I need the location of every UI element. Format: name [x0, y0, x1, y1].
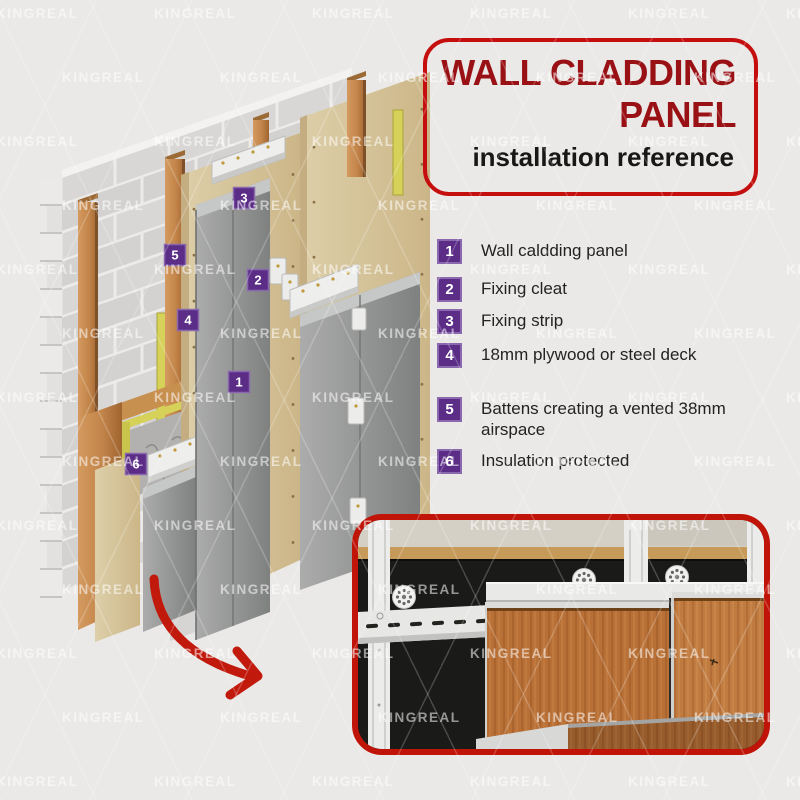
svg-text:3: 3 — [240, 191, 247, 206]
installation-diagram: 1 2 3 4 5 6 — [40, 68, 430, 642]
watermark-text: KINGREAL — [470, 6, 553, 21]
title-box: WALL CLADDING PANEL installation referen… — [423, 38, 758, 196]
watermark-text: KINGREAL — [694, 198, 777, 213]
legend-number-badge: 6 — [437, 449, 462, 474]
diagram-marker-2: 2 — [246, 268, 270, 292]
legend-item-label: Insulation protected — [481, 451, 630, 470]
svg-text:2: 2 — [254, 273, 261, 288]
watermark-text: KINGREAL — [154, 774, 237, 789]
diagram-marker-3: 3 — [232, 186, 256, 210]
watermark-text: KINGREAL — [786, 390, 800, 405]
legend-item-label: Fixing cleat — [481, 279, 567, 298]
watermark-text: KINGREAL — [470, 774, 553, 789]
diagram-marker-6: 6 — [124, 452, 148, 476]
watermark-text: KINGREAL — [536, 198, 619, 213]
watermark-text: KINGREAL — [312, 6, 395, 21]
cladding-panel-right — [300, 272, 420, 590]
diagram-markers: 1 2 3 4 5 6 — [124, 186, 270, 476]
fixing-cleats — [269, 257, 299, 301]
metal-stud — [624, 520, 648, 584]
legend-number-badge: 5 — [437, 397, 462, 422]
title-line-2: PANEL — [619, 94, 736, 135]
title-line-1: WALL CLADDING — [441, 52, 736, 93]
diagram-marker-5: 5 — [163, 243, 187, 267]
fixing-cleats — [347, 307, 367, 525]
wood-ledger — [358, 547, 764, 560]
watermark-text: KINGREAL — [312, 774, 395, 789]
watermark-text: KINGREAL — [786, 134, 800, 149]
svg-text:5: 5 — [171, 248, 178, 263]
watermark-text: KINGREAL — [786, 6, 800, 21]
base-course — [476, 713, 764, 749]
watermark-text: KINGREAL — [0, 774, 79, 789]
svg-text:1: 1 — [235, 375, 242, 390]
fixing-strip — [289, 263, 359, 319]
legend-number-badge: 3 — [437, 309, 462, 334]
wood-cladding-panel — [669, 592, 764, 749]
legend-item-label: Fixing strip — [481, 311, 564, 330]
legend-item-label: Battens creating a vented 38mm airspace — [481, 399, 726, 439]
diagram-marker-4: 4 — [176, 308, 200, 332]
watermark-text: KINGREAL — [628, 774, 711, 789]
slotted-rail — [358, 604, 508, 644]
watermark-text: KINGREAL — [628, 262, 711, 277]
detail-photo — [352, 514, 770, 755]
insulation-strip — [392, 109, 404, 196]
watermark-text: KINGREAL — [786, 774, 800, 789]
watermark-text: KINGREAL — [470, 262, 553, 277]
plywood-deck — [95, 452, 140, 642]
watermark-text: KINGREAL — [154, 6, 237, 21]
legend-number-badge: 1 — [437, 239, 462, 264]
watermark-text: KINGREAL — [62, 710, 145, 725]
fixing-strip — [211, 135, 286, 185]
watermark-text: KINGREAL — [220, 710, 303, 725]
diagram-marker-1: 1 — [227, 370, 251, 394]
batten — [253, 112, 269, 150]
legend-number-badge: 4 — [437, 343, 462, 368]
legend-item-label: Wall caldding panel — [481, 241, 628, 260]
watermark-text: KINGREAL — [786, 262, 800, 277]
metal-stud — [747, 520, 764, 582]
batten — [347, 71, 366, 177]
watermark-text: KINGREAL — [786, 646, 800, 661]
legend-number-badge: 2 — [437, 277, 462, 302]
watermark-text: KINGREAL — [0, 6, 79, 21]
watermark-text: KINGREAL — [628, 6, 711, 21]
svg-text:4: 4 — [184, 313, 192, 328]
photo-illustration — [358, 520, 764, 749]
title-subtitle: installation reference — [472, 142, 734, 172]
curved-arrow — [149, 574, 263, 700]
block-wall-end — [40, 178, 62, 598]
svg-text:6: 6 — [132, 457, 139, 472]
legend-item-label: 18mm plywood or steel deck — [481, 345, 697, 364]
watermark-text: KINGREAL — [786, 518, 800, 533]
